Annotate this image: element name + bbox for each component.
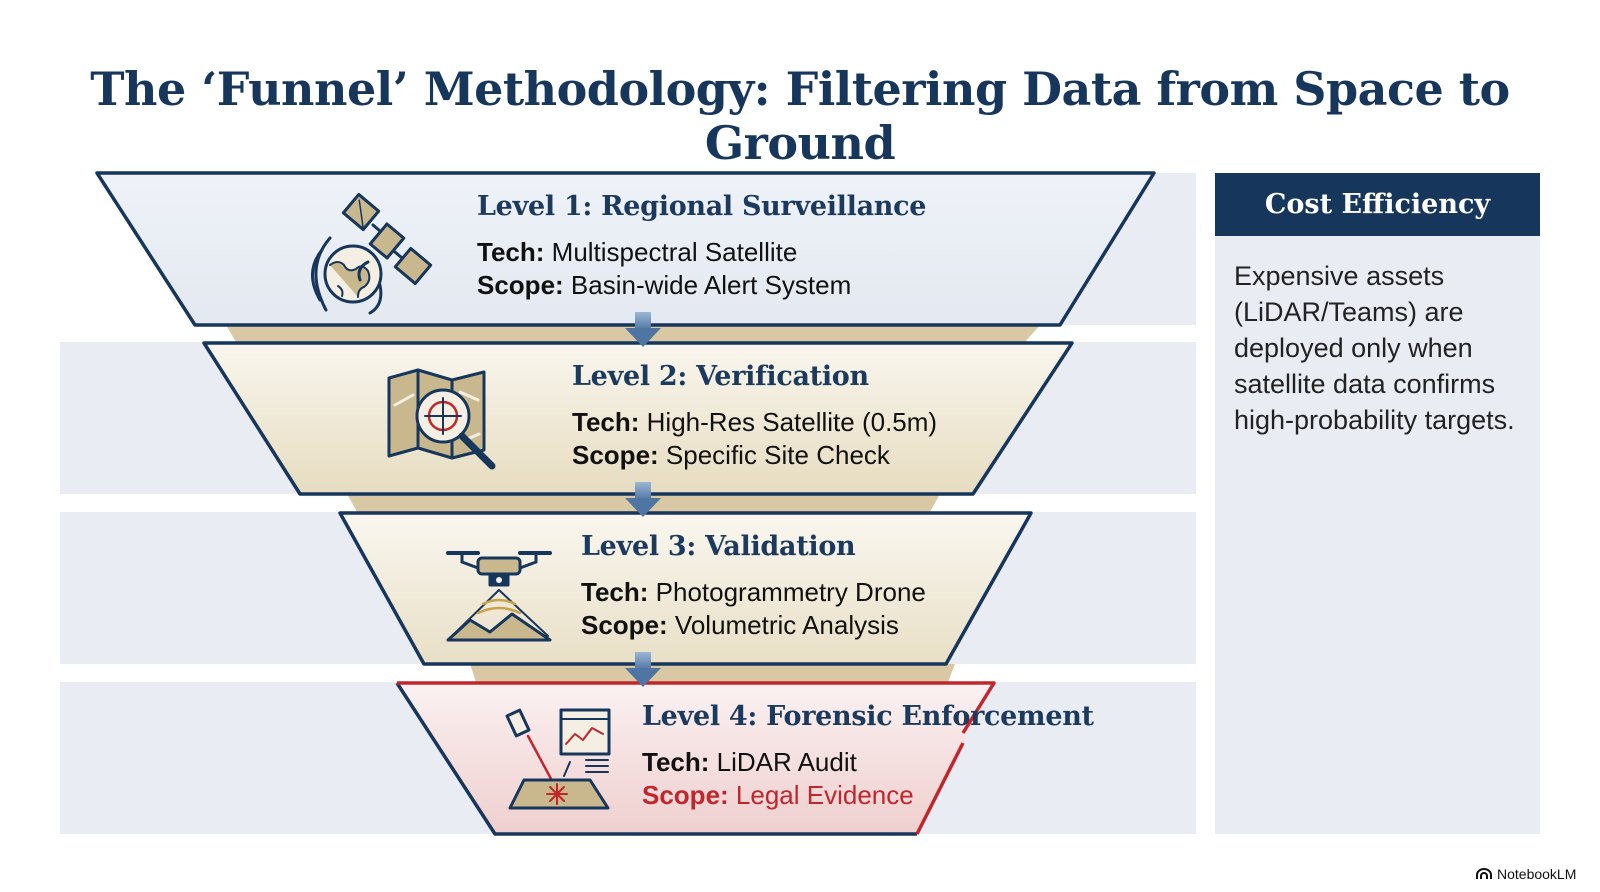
- brand-name: NotebookLM: [1497, 866, 1577, 882]
- level-4-border-red: [397, 681, 996, 734]
- cost-efficiency-body: Expensive assets (LiDAR/Teams) are deplo…: [1234, 261, 1515, 435]
- scope-value: Specific Site Check: [665, 440, 890, 470]
- down-arrow-3: [625, 652, 661, 687]
- lidar-scan-icon: [505, 708, 611, 810]
- satellite-globe-icon: [311, 192, 433, 315]
- level-2-tech: Tech: High-Res Satellite (0.5m): [572, 406, 937, 439]
- level-1-tech: Tech: Multispectral Satellite: [477, 236, 926, 269]
- level-4-border-navy: [395, 682, 917, 836]
- cost-efficiency-header: Cost Efficiency: [1215, 173, 1540, 236]
- scope-label: Scope:: [572, 440, 659, 470]
- scope-label: Scope:: [581, 610, 668, 640]
- connector-3-4: [470, 664, 955, 682]
- page-title: The ‘Funnel’ Methodology: Filtering Data…: [90, 62, 1510, 170]
- cost-efficiency-panel: Cost Efficiency Expensive assets (LiDAR/…: [1215, 173, 1540, 834]
- level-4-border-red-lower: [915, 742, 965, 835]
- brand-watermark: NotebookLM: [1476, 866, 1576, 882]
- down-arrow-1: [625, 312, 661, 347]
- level-4-text: Level 4: Forensic Enforcement Tech: LiDA…: [642, 701, 1094, 812]
- tech-value: LiDAR Audit: [716, 747, 857, 777]
- tech-value: Multispectral Satellite: [551, 237, 798, 267]
- notebooklm-logo-icon: [1476, 868, 1492, 879]
- scope-value: Legal Evidence: [735, 780, 914, 810]
- level-4-scope: Scope: Legal Evidence: [642, 779, 1094, 812]
- level-4-heading: Level 4: Forensic Enforcement: [642, 701, 1094, 732]
- funnel-white-surround: [60, 173, 195, 325]
- tech-label: Tech:: [642, 747, 710, 777]
- tech-label: Tech:: [581, 577, 649, 607]
- scope-label: Scope:: [642, 780, 729, 810]
- level-3-tech: Tech: Photogrammetry Drone: [581, 576, 926, 609]
- level-3-heading: Level 3: Validation: [581, 531, 856, 562]
- tech-value: High-Res Satellite (0.5m): [646, 407, 938, 437]
- level-3-scope: Scope: Volumetric Analysis: [581, 609, 926, 642]
- drone-icon: [446, 551, 552, 642]
- level-1-text: Level 1: Regional Surveillance Tech: Mul…: [477, 191, 926, 302]
- scope-value: Volumetric Analysis: [674, 610, 899, 640]
- level-4-tech: Tech: LiDAR Audit: [642, 746, 1094, 779]
- scope-label: Scope:: [477, 270, 564, 300]
- level-2-text: Level 2: Verification Tech: High-Res Sat…: [572, 361, 937, 472]
- level-2-heading: Level 2: Verification: [572, 361, 869, 392]
- tech-label: Tech:: [572, 407, 640, 437]
- tech-label: Tech:: [477, 237, 545, 267]
- level-1-scope: Scope: Basin-wide Alert System: [477, 269, 926, 302]
- tech-value: Photogrammetry Drone: [655, 577, 926, 607]
- map-magnifier-icon: [387, 368, 496, 470]
- level-1-heading: Level 1: Regional Surveillance: [477, 191, 927, 222]
- level-2-scope: Scope: Specific Site Check: [572, 439, 937, 472]
- scope-value: Basin-wide Alert System: [570, 270, 852, 300]
- down-arrow-2: [625, 482, 661, 517]
- level-3-text: Level 3: Validation Tech: Photogrammetry…: [581, 531, 926, 642]
